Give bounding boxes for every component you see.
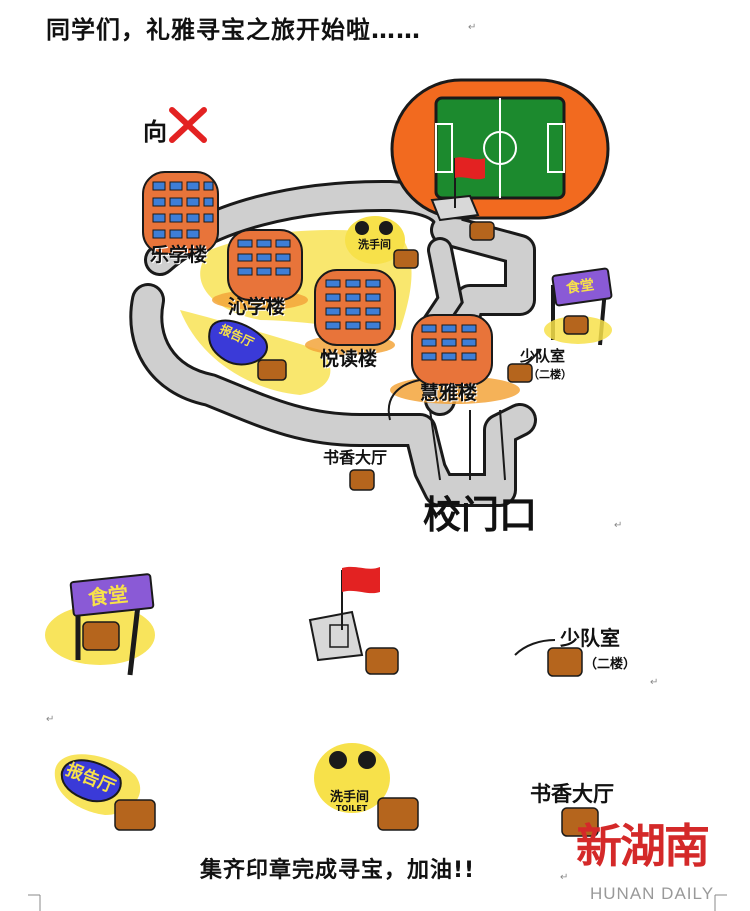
label-second-floor-map: （二楼） — [528, 368, 572, 381]
footer-slogan: 集齐印章完成寻宝，加油!! — [200, 858, 476, 883]
paragraph-mark: ↵ — [650, 677, 659, 688]
hall-badge — [208, 319, 268, 366]
paragraph-mark: ↵ — [614, 520, 623, 531]
legend-toilet-en-label: TOILET — [336, 804, 368, 813]
sports-field — [390, 78, 610, 220]
legend-book-hall-label: 书香大厅 — [530, 782, 614, 806]
legend-youth-room-label: 少队室 — [560, 626, 620, 650]
label-youth-room-map: 少队室 — [520, 347, 566, 365]
label-book-hall-map: 书香大厅 — [323, 448, 388, 467]
building-qinxue — [227, 229, 303, 301]
page-title: 同学们，礼雅寻宝之旅开始啦…… — [46, 16, 421, 44]
toilet-badge — [345, 216, 405, 264]
legend-flag — [308, 566, 399, 675]
building-lexue — [142, 171, 219, 255]
legend-canteen — [45, 573, 155, 676]
legend-hall — [54, 754, 156, 831]
paragraph-mark: ↵ — [46, 714, 55, 725]
label-lexue: 乐学楼 — [150, 244, 208, 266]
label-yuedu: 悦读楼 — [320, 348, 378, 370]
direction-cross-icon — [169, 107, 207, 143]
label-qinxue: 沁学楼 — [228, 296, 286, 318]
paragraph-mark: ↵ — [560, 872, 569, 883]
label-gate: 校门口 — [423, 493, 538, 537]
flag-icon — [430, 157, 485, 222]
label-toilet-map: 洗手间 — [358, 238, 391, 251]
paragraph-mark: ↵ — [468, 22, 477, 33]
label-huiya: 慧雅楼 — [420, 382, 478, 404]
legend-youth-room — [514, 639, 583, 677]
legend-toilet — [314, 743, 419, 831]
legend-second-floor-label: （二楼） — [584, 657, 637, 672]
watermark-logo: 新湖南 — [576, 819, 710, 873]
building-huiya — [411, 314, 493, 386]
treasure-chest-icon — [257, 221, 589, 491]
watermark-en: HUNAN DAILY — [590, 884, 715, 903]
label-canteen-map: 食堂 — [565, 277, 596, 297]
building-yuedu — [314, 269, 396, 346]
legend-canteen-label: 食堂 — [87, 581, 130, 611]
legend-toilet-label: 洗手间 — [330, 790, 370, 805]
legend-book-hall — [561, 807, 599, 837]
direction-label: 向 — [143, 118, 167, 146]
